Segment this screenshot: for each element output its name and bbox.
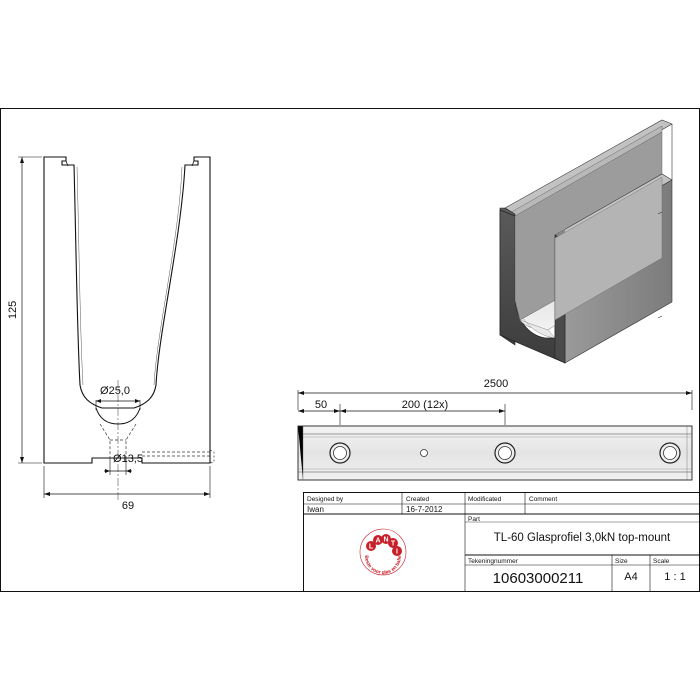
- modificated-label: Modificated: [468, 496, 502, 503]
- designed-by-value: Iwan: [307, 505, 324, 514]
- part-label: Part: [468, 516, 480, 523]
- svg-text:N: N: [383, 537, 388, 544]
- drawing-number-label: Tekeningnummer: [468, 558, 519, 565]
- size-value: A4: [624, 571, 637, 583]
- svg-text:A: A: [375, 538, 380, 545]
- scale-value: 1 : 1: [664, 571, 685, 583]
- mounting-hole: [494, 442, 516, 464]
- svg-text:L: L: [369, 544, 374, 551]
- dimension-edge-offset: 50: [315, 399, 327, 411]
- profile-outline: [43, 156, 211, 464]
- cross-section-view: Ø25,0 Ø13,5 125 69: [7, 156, 215, 512]
- part-value: TL-60 Glasprofiel 3,0kN top-mount: [494, 532, 671, 544]
- dimension-hole-spacing: 200 (12x): [402, 399, 448, 411]
- comment-label: Comment: [529, 496, 557, 503]
- rail-top-view: 2500 50 200 (12x): [297, 378, 693, 481]
- size-label: Size: [615, 558, 628, 565]
- created-label: Created: [406, 496, 430, 503]
- lanti-logo: L A N T I Beste voor glas en balie: [359, 528, 407, 576]
- dimension-height: 125: [7, 301, 19, 319]
- dimension-length: 2500: [484, 378, 508, 390]
- dimension-bottom-diameter: Ø13,5: [113, 453, 143, 465]
- small-hole: [420, 449, 428, 457]
- scale-label: Scale: [653, 558, 670, 565]
- svg-text:T: T: [391, 541, 396, 548]
- title-block: Designed by Iwan Created 16-7-2012 Modif…: [303, 492, 700, 592]
- designed-by-label: Designed by: [307, 496, 344, 503]
- created-value: 16-7-2012: [406, 505, 443, 514]
- mounting-hole: [659, 442, 681, 464]
- mounting-hole: [329, 442, 351, 464]
- isometric-view: [499, 119, 673, 364]
- drawing-number-value: 10603000211: [493, 570, 584, 587]
- svg-text:I: I: [396, 549, 398, 556]
- dimension-width: 69: [122, 500, 134, 512]
- dimension-top-diameter: Ø25,0: [100, 385, 130, 397]
